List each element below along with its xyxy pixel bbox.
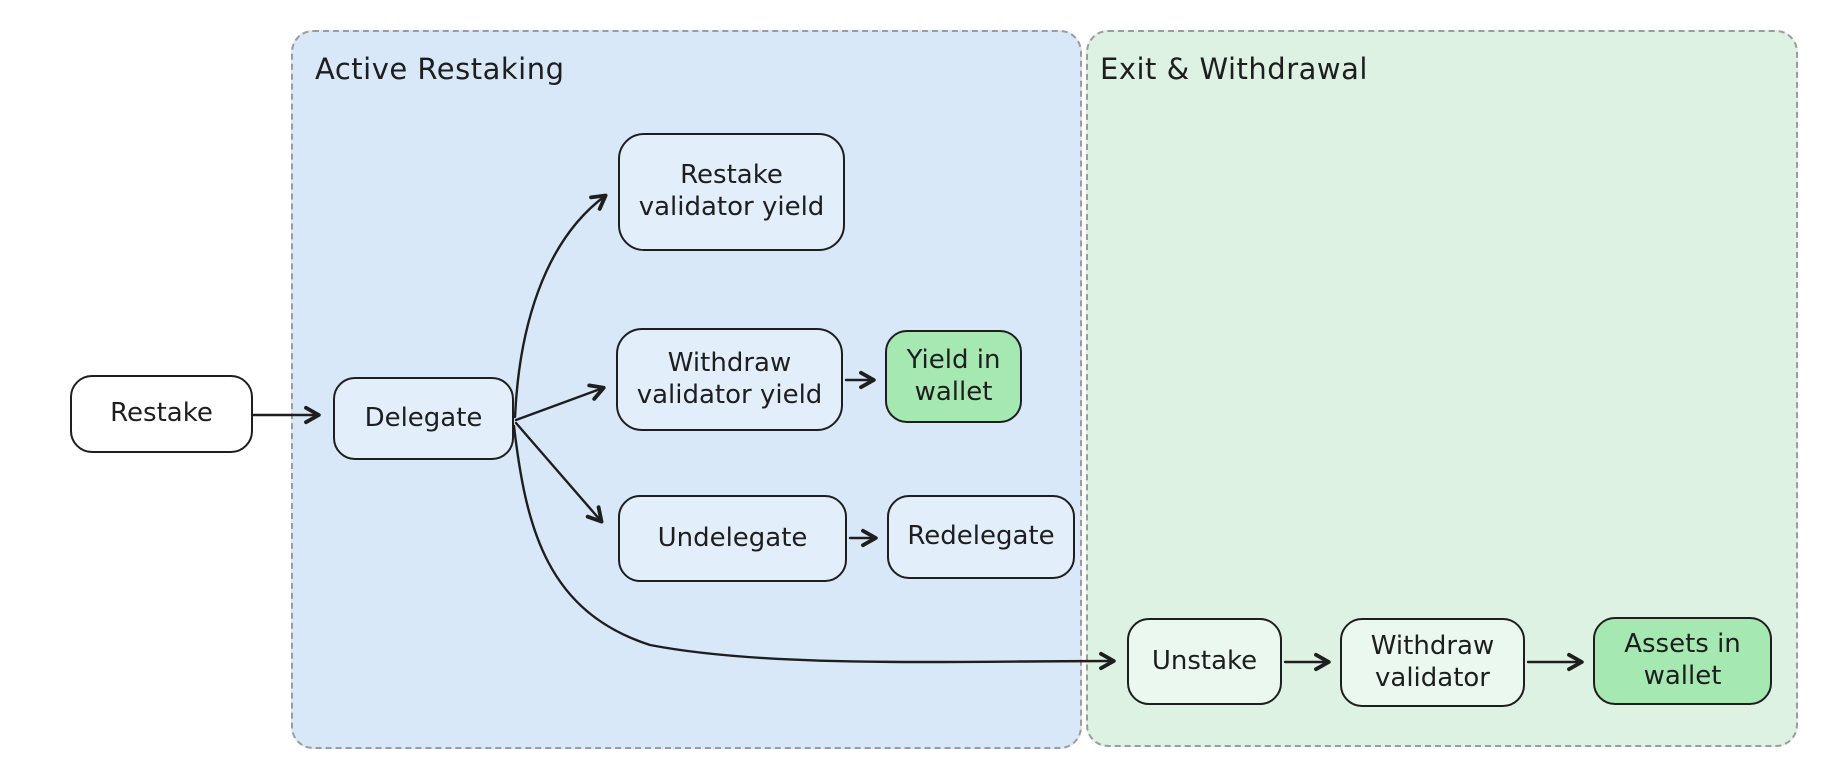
node-yield-in-wallet-label: Yield in wallet xyxy=(906,344,1001,407)
node-delegate: Delegate xyxy=(333,377,514,460)
node-redelegate: Redelegate xyxy=(887,495,1075,579)
node-restake-label: Restake xyxy=(110,398,213,429)
node-unstake: Unstake xyxy=(1127,618,1282,705)
node-delegate-label: Delegate xyxy=(364,402,483,433)
node-restake-validator-yield-label: Restake validator yield xyxy=(638,160,825,222)
node-withdraw-validator-label: Withdraw validator xyxy=(1370,630,1495,693)
node-withdraw-validator-yield-label: Withdraw validator yield xyxy=(636,347,823,410)
node-restake-validator-yield: Restake validator yield xyxy=(618,133,845,251)
node-withdraw-validator-yield: Withdraw validator yield xyxy=(616,328,843,431)
node-restake: Restake xyxy=(70,375,253,453)
node-undelegate-label: Undelegate xyxy=(657,522,808,553)
node-yield-in-wallet: Yield in wallet xyxy=(885,330,1022,423)
node-redelegate-label: Redelegate xyxy=(907,521,1055,552)
node-assets-in-wallet: Assets in wallet xyxy=(1593,617,1772,705)
node-withdraw-validator: Withdraw validator xyxy=(1340,618,1525,707)
node-undelegate: Undelegate xyxy=(618,495,847,582)
section-active-restaking-label: Active Restaking xyxy=(315,52,565,86)
section-exit-withdrawal-label: Exit & Withdrawal xyxy=(1100,52,1368,86)
node-unstake-label: Unstake xyxy=(1151,645,1258,676)
node-assets-in-wallet-label: Assets in wallet xyxy=(1624,629,1741,691)
